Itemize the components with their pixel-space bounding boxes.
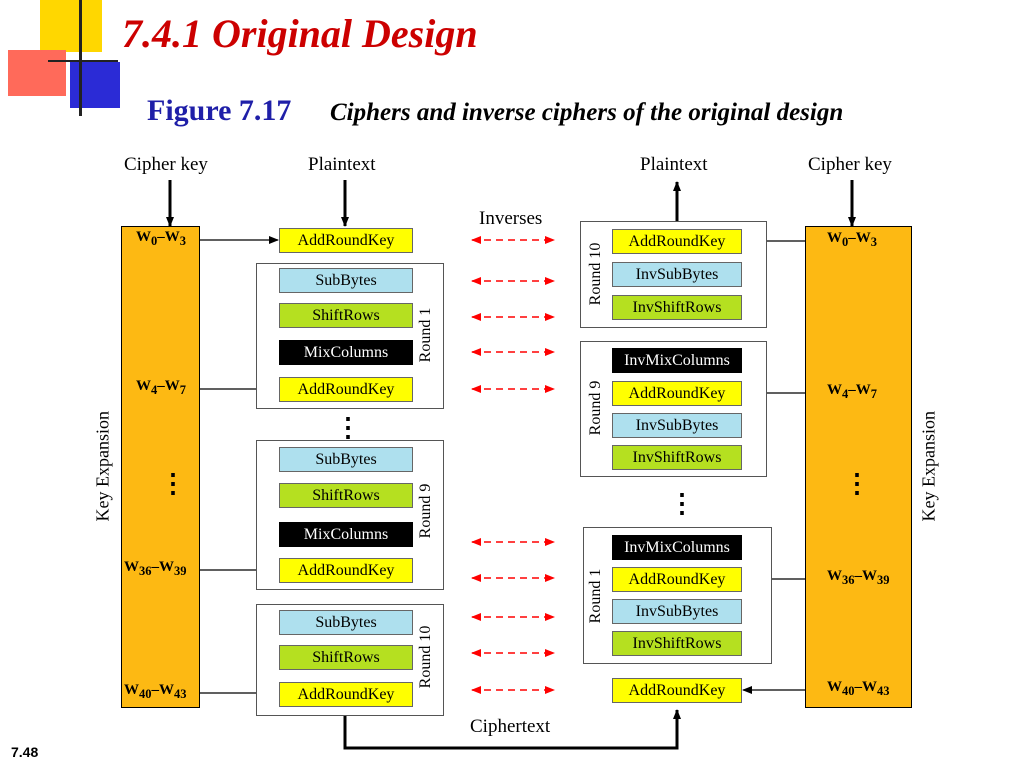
op-add-round-key: AddRoundKey [612, 567, 742, 592]
op-sub-bytes: SubBytes [279, 447, 413, 472]
decor-horizontal-line [48, 60, 118, 62]
op-inv-sub-bytes: InvSubBytes [612, 413, 742, 438]
decor-red-square [8, 50, 66, 96]
ellipsis-inverse: ⋮ [669, 489, 695, 518]
op-shift-rows: ShiftRows [279, 303, 413, 328]
key-expansion-label-left: Key Expansion [92, 411, 113, 522]
op-inv-mix-columns: InvMixColumns [612, 535, 742, 560]
op-shift-rows: ShiftRows [279, 483, 413, 508]
inverse-arrows [471, 236, 555, 694]
op-inv-shift-rows: InvShiftRows [612, 295, 742, 320]
op-sub-bytes: SubBytes [279, 268, 413, 293]
op-inv-shift-rows: InvShiftRows [612, 445, 742, 470]
label-plaintext-right: Plaintext [640, 154, 708, 175]
ellipsis-left-bar: ⋮ [160, 469, 186, 498]
op-add-round-key: AddRoundKey [612, 678, 742, 703]
op-add-round-key: AddRoundKey [612, 229, 742, 254]
label-cipher-key-left: Cipher key [124, 154, 208, 175]
round-label: Round 10 [587, 242, 604, 306]
ellipsis-cipher: ⋮ [335, 413, 361, 442]
round-label: Round 10 [417, 625, 434, 689]
page-number: 7.48 [11, 744, 39, 760]
key-expansion-label-right: Key Expansion [918, 411, 939, 522]
label-inverses: Inverses [479, 208, 543, 229]
round-label: Round 1 [417, 307, 434, 363]
op-add-round-key: AddRoundKey [279, 558, 413, 583]
op-add-round-key: AddRoundKey [279, 682, 413, 707]
figure-number: Figure 7.17 [147, 94, 292, 127]
decor-yellow-square [40, 0, 102, 52]
op-add-round-key: AddRoundKey [279, 377, 413, 402]
ellipsis-right-bar: ⋮ [844, 469, 870, 498]
label-cipher-key-right: Cipher key [808, 154, 892, 175]
op-inv-mix-columns: InvMixColumns [612, 348, 742, 373]
round-label: Round 9 [417, 483, 434, 539]
op-inv-sub-bytes: InvSubBytes [612, 599, 742, 624]
op-inv-shift-rows: InvShiftRows [612, 631, 742, 656]
key-word-label-right: W0–W3 [827, 230, 877, 249]
ciphertext-path [343, 709, 681, 750]
op-inv-sub-bytes: InvSubBytes [612, 262, 742, 287]
label-plaintext-left: Plaintext [308, 154, 376, 175]
round-label: Round 9 [587, 380, 604, 436]
key-word-label-right: W4–W7 [827, 382, 877, 401]
key-word-label-left: W36–W39 [124, 559, 187, 578]
key-word-label-left: W4–W7 [136, 378, 186, 397]
label-ciphertext: Ciphertext [470, 716, 551, 737]
key-word-label-right: W40–W43 [827, 679, 890, 698]
op-add-round-key: AddRoundKey [279, 228, 413, 253]
op-mix-columns: MixColumns [279, 340, 413, 365]
slide-title: 7.4.1 Original Design [122, 11, 478, 56]
decor-vertical-line [79, 0, 82, 116]
op-add-round-key: AddRoundKey [612, 381, 742, 406]
key-expansion-bar-left [121, 226, 200, 708]
op-mix-columns: MixColumns [279, 522, 413, 547]
op-shift-rows: ShiftRows [279, 645, 413, 670]
key-word-label-right: W36–W39 [827, 568, 890, 587]
decor-blue-square [70, 62, 120, 108]
key-word-label-left: W40–W43 [124, 682, 187, 701]
figure-caption: Ciphers and inverse ciphers of the origi… [330, 99, 844, 126]
key-expansion-bar-right [805, 226, 912, 708]
op-sub-bytes: SubBytes [279, 610, 413, 635]
key-word-label-left: W0–W3 [136, 229, 186, 248]
round-label: Round 1 [587, 568, 604, 624]
